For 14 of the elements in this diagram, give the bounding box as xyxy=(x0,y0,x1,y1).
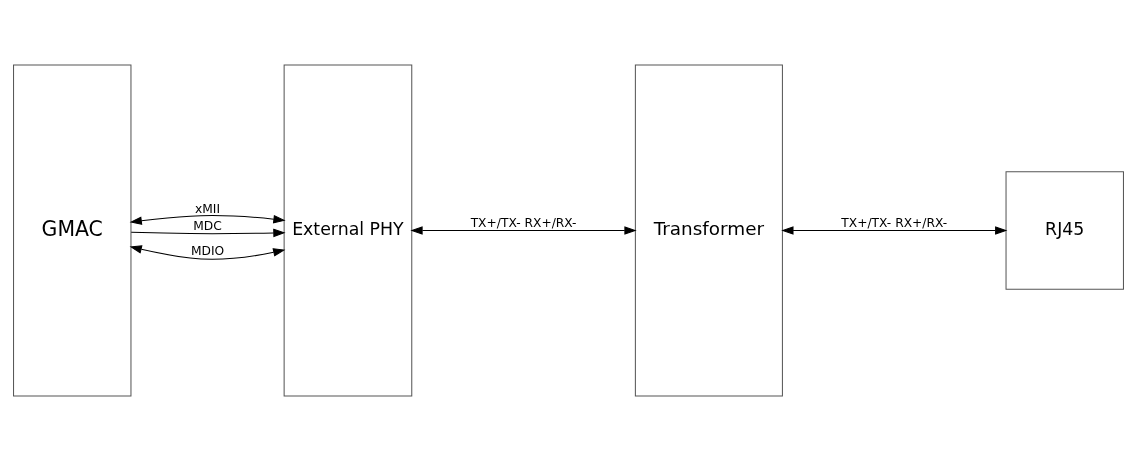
edge-label: TX+/TX- RX+/RX- xyxy=(470,215,577,230)
edge-label: MDIO xyxy=(190,243,225,258)
edge-label: TX+/TX- RX+/RX- xyxy=(841,215,948,230)
node-box: RJ45 xyxy=(1005,170,1124,290)
arrow xyxy=(410,225,637,235)
arrow xyxy=(781,225,1008,235)
arrow xyxy=(129,214,286,225)
node-box: Transformer xyxy=(634,64,783,396)
edge-label: MDC xyxy=(193,218,222,233)
edge-label: xMII xyxy=(195,201,221,216)
arrow xyxy=(129,244,286,260)
arrow xyxy=(130,228,286,237)
node-box: External PHY xyxy=(283,64,413,396)
node-box: GMAC xyxy=(13,64,132,396)
